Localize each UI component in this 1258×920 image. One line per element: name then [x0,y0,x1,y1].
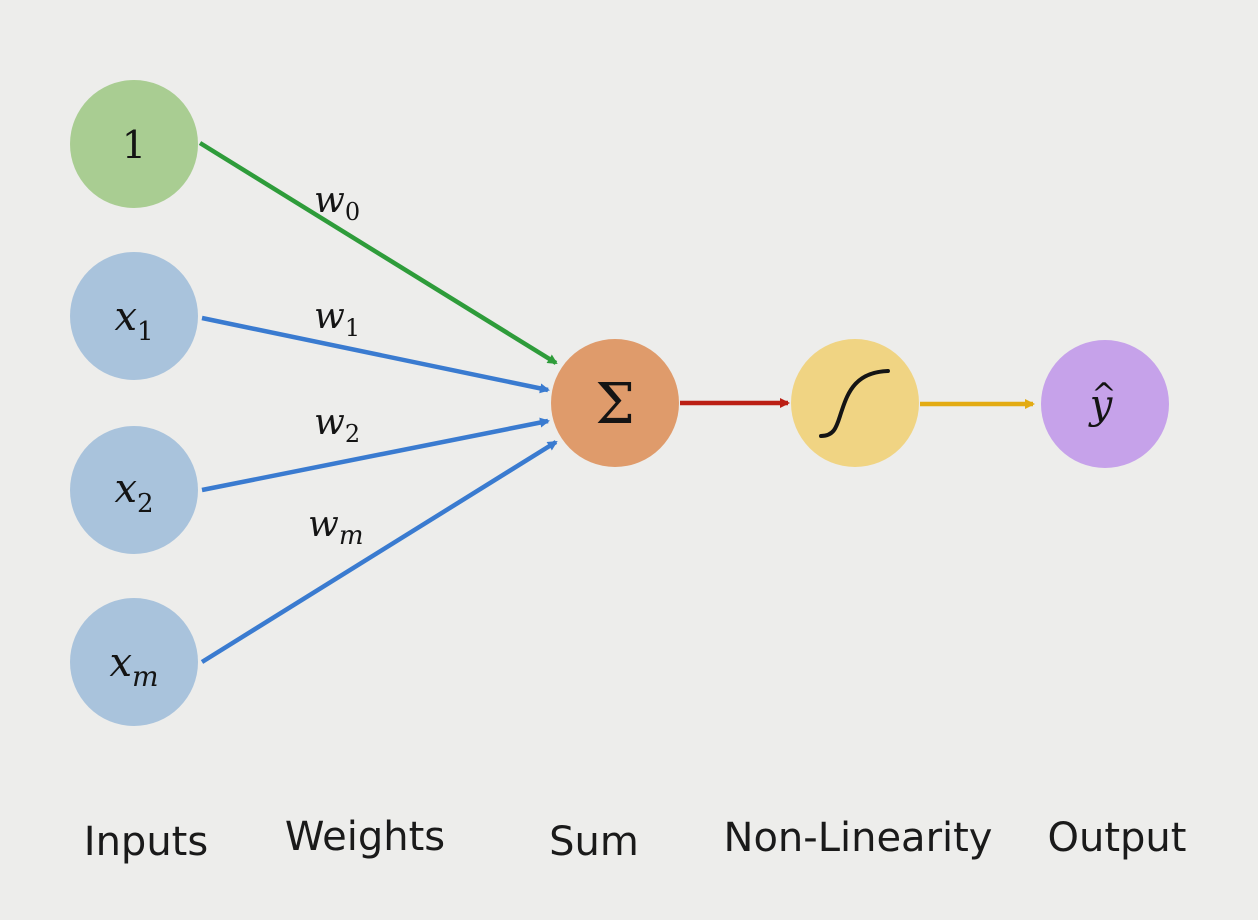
activation-node [791,339,919,467]
output-node: y ^ [1041,340,1169,468]
input-node-m-label: xm [109,640,158,693]
sigma-icon: Σ [595,372,635,437]
stage-label-weights: Weights [285,814,445,860]
sum-node: Σ [551,339,679,467]
stage-label-nonlinearity: Non-Linearity [724,815,993,861]
sigmoid-curve-icon [819,369,890,438]
input-node-2-label: x2 [114,466,153,519]
output-hat-accent: ^ [1091,377,1116,412]
stage-label-sum: Sum [549,819,639,865]
bias-node: 1 [70,80,198,208]
input-node-1: x1 [70,252,198,380]
input-node-1-label: x1 [114,294,153,347]
input-1-weight-arrow [201,315,550,394]
weight-label-m: wm [308,504,363,551]
stage-label-output: Output [1048,815,1187,861]
bias-node-label: 1 [122,123,146,167]
output-node-label: y [1088,382,1114,428]
bias-weight-arrow [198,141,558,365]
weight-label-2: w2 [314,402,360,448]
input-node-m: xm [70,598,198,726]
input-2-weight-arrow [201,417,550,493]
input-node-2: x2 [70,426,198,554]
weight-label-1: w1 [314,296,360,342]
weight-label-0: w0 [314,180,360,226]
input-m-weight-arrow [200,440,558,664]
stage-label-inputs: Inputs [84,819,208,865]
